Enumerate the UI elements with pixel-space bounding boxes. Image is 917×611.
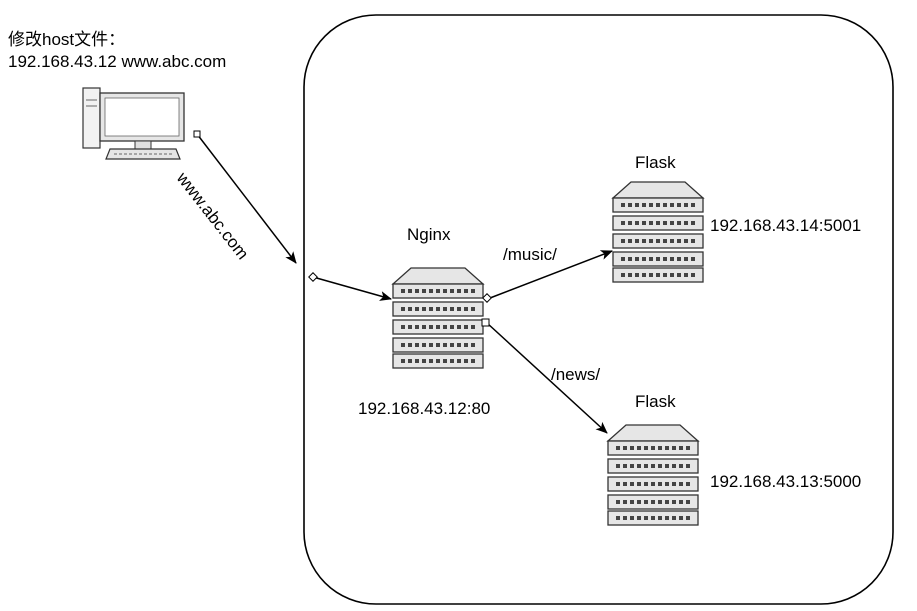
entry-to-nginx-arrow (312, 276, 392, 301)
music-route-label: /music/ (503, 245, 557, 264)
hosts-note-line2: 192.168.43.12 www.abc.com (8, 52, 226, 71)
nginx-server-icon (391, 267, 485, 370)
music-route-arrow (489, 250, 613, 299)
nginx-title: Nginx (407, 225, 451, 244)
server-cluster-boundary (303, 14, 894, 605)
news-route-arrow (486, 322, 608, 434)
music-connector-handle (482, 293, 492, 303)
news-route-label: /news/ (551, 365, 600, 384)
flask-news-server-icon (606, 424, 700, 527)
flask-music-address: 192.168.43.14:5001 (710, 216, 861, 235)
flask-music-server-icon (611, 181, 705, 284)
flask-news-title: Flask (635, 392, 676, 411)
desktop-computer-icon (82, 87, 185, 160)
news-connector-handle (481, 318, 490, 327)
flask-music-title: Flask (635, 153, 676, 172)
client-to-cluster-arrow (196, 133, 297, 264)
entry-connector-handle (308, 272, 318, 282)
client-link-label: www.abc.com (172, 168, 252, 263)
hosts-note-line1: 修改host文件： (8, 30, 125, 49)
client-connector-handle (193, 130, 201, 138)
nginx-address: 192.168.43.12:80 (358, 399, 490, 418)
flask-news-address: 192.168.43.13:5000 (710, 472, 861, 491)
